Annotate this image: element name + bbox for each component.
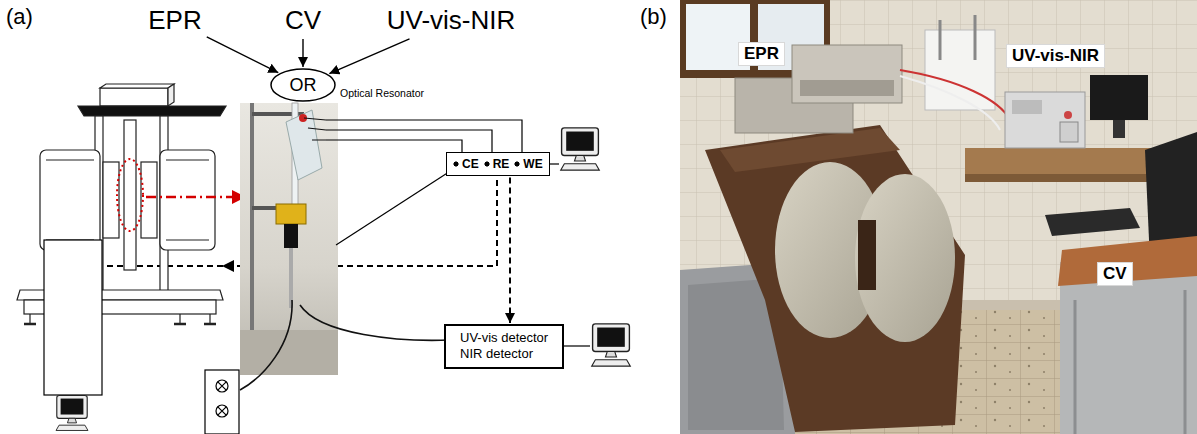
optical-fibre bbox=[240, 300, 450, 390]
illustration-part bbox=[858, 220, 876, 290]
connector-arrow bbox=[329, 39, 409, 74]
technique-label: EPR bbox=[146, 6, 203, 36]
computer-wire bbox=[560, 345, 590, 346]
illustration-part bbox=[1012, 100, 1042, 114]
illustration-part bbox=[792, 45, 902, 103]
node-text: NIR detector bbox=[460, 346, 548, 362]
panel-letter: (b) bbox=[640, 5, 667, 29]
node-text: OR bbox=[290, 75, 317, 96]
illustration-part bbox=[800, 80, 894, 96]
illustration-part bbox=[250, 103, 254, 335]
computer-icon bbox=[592, 324, 631, 366]
illustration-part bbox=[1075, 290, 1185, 434]
illustration-part bbox=[1058, 236, 1197, 286]
illustration-part bbox=[168, 84, 174, 106]
illustration-part bbox=[218, 382, 226, 390]
illustration-part bbox=[855, 174, 955, 342]
technique-label: UV-vis-NIR bbox=[385, 6, 518, 36]
node-text: CV bbox=[285, 5, 321, 35]
illustration-part bbox=[326, 140, 462, 158]
illustration-part bbox=[1045, 208, 1140, 236]
illustration-part bbox=[336, 170, 452, 245]
illustration-part bbox=[940, 15, 975, 60]
illustration-part bbox=[78, 106, 226, 116]
node-text: EPR bbox=[148, 5, 201, 35]
illustration-part bbox=[286, 110, 322, 180]
resonator-caption: Optical Resonator bbox=[340, 87, 424, 100]
photo-label: UV-vis-NIR bbox=[1006, 44, 1105, 68]
illustration-part bbox=[205, 370, 239, 434]
detector-box: UV-vis detectorNIR detector bbox=[444, 324, 564, 369]
illustration-part bbox=[100, 84, 174, 88]
illustration-part bbox=[300, 305, 450, 340]
resonator-ellipse: OR bbox=[270, 68, 336, 102]
illustration-part bbox=[46, 160, 94, 240]
panel-letter: (a) bbox=[6, 5, 33, 29]
illustration-part bbox=[40, 150, 100, 250]
illustration-part bbox=[1113, 120, 1125, 138]
illustration-part bbox=[240, 330, 338, 375]
connector-arrow bbox=[207, 37, 279, 73]
illustration-part bbox=[720, 128, 900, 172]
illustration-part bbox=[166, 160, 209, 240]
illustration-part bbox=[1064, 111, 1072, 119]
potentiostat-box: CE RE WE bbox=[446, 152, 550, 176]
illustration-part bbox=[160, 150, 215, 250]
computer-icon bbox=[561, 128, 600, 170]
illustration-part bbox=[240, 300, 292, 390]
connector-arrow bbox=[302, 39, 303, 67]
ellipse-outline bbox=[271, 69, 335, 101]
illustration-part bbox=[284, 224, 298, 248]
node-text: CE bbox=[453, 157, 479, 171]
illustration-part bbox=[1060, 262, 1197, 434]
node-text: WE bbox=[514, 157, 542, 171]
technique-label: CV bbox=[283, 6, 323, 36]
photo-label: CV bbox=[1097, 262, 1133, 286]
node-text: UV-vis-NIR bbox=[387, 5, 516, 35]
epr-console-box bbox=[44, 240, 102, 395]
illustration-part bbox=[289, 248, 293, 308]
sample-region-marker bbox=[117, 159, 143, 231]
illustration-part bbox=[1090, 75, 1148, 120]
illustration-part bbox=[216, 405, 228, 417]
light-source bbox=[205, 370, 239, 434]
computer-icon bbox=[56, 396, 88, 431]
illustration-part bbox=[146, 196, 234, 199]
illustration-part bbox=[100, 88, 168, 106]
illustration-part bbox=[1060, 122, 1078, 142]
illustration-part bbox=[124, 120, 136, 270]
illustration-part bbox=[1005, 92, 1085, 148]
illustration-part bbox=[276, 204, 306, 224]
illustration-part bbox=[900, 76, 1000, 130]
illustration-part bbox=[304, 118, 326, 140]
lab-photo bbox=[680, 0, 1197, 434]
illustration-part bbox=[240, 103, 338, 375]
photo-label: EPR bbox=[738, 42, 785, 66]
zoom-arrow bbox=[146, 190, 246, 204]
illustration-part bbox=[216, 380, 228, 392]
illustration-part bbox=[705, 125, 965, 432]
illustration-part bbox=[222, 260, 234, 272]
cell-photo bbox=[240, 103, 338, 375]
node-text: UV-vis detector bbox=[460, 330, 548, 346]
illustration-part bbox=[680, 0, 1197, 434]
illustration-part bbox=[218, 407, 226, 415]
node-text: RE bbox=[484, 157, 510, 171]
electrode-wire bbox=[326, 120, 522, 245]
connector-arrow bbox=[509, 177, 511, 323]
